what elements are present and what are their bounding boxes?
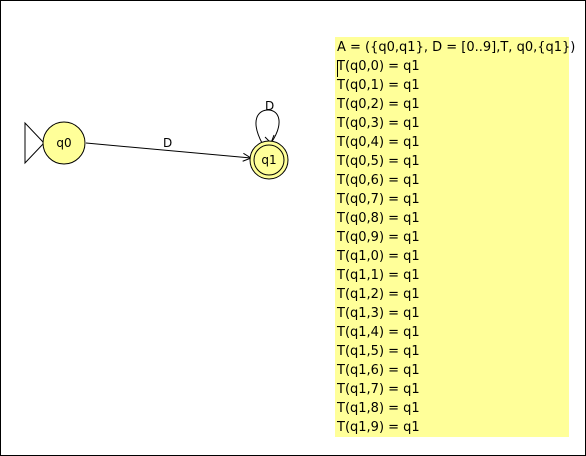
- transition-line: T(q1,1) = q1: [337, 268, 420, 283]
- transition-line: T(q0,3) = q1: [337, 116, 420, 131]
- transition-line: T(q1,5) = q1: [337, 344, 420, 359]
- initial-state-arrow: [24, 121, 45, 165]
- transition-q1-q1-loop[interactable]: [255, 109, 280, 144]
- transition-line: T(q1,4) = q1: [337, 325, 420, 340]
- transition-line: T(q0,5) = q1: [337, 154, 420, 169]
- transition-line: T(q0,7) = q1: [337, 192, 420, 207]
- transition-line: T(q0,8) = q1: [337, 211, 420, 226]
- transition-line: T(q1,9) = q1: [337, 420, 420, 435]
- automaton-definition-panel[interactable]: A = ({q0,q1}, D = [0..9],T, q0,{q1}) T(q…: [335, 37, 575, 437]
- state-q0[interactable]: q0: [42, 121, 86, 165]
- transition-line: T(q0,0) = q1: [337, 59, 420, 74]
- text-cursor: [337, 60, 338, 77]
- transition-line: T(q0,6) = q1: [337, 173, 420, 188]
- transition-q0-q1[interactable]: [85, 142, 251, 158]
- transition-q0-q1-label: D: [163, 136, 172, 150]
- transition-line: T(q1,6) = q1: [337, 363, 420, 378]
- transition-q1-q1-label: D: [265, 99, 274, 113]
- transition-line: T(q1,2) = q1: [337, 287, 420, 302]
- state-q0-label: q0: [56, 136, 71, 150]
- transition-line: T(q0,2) = q1: [337, 97, 420, 112]
- state-q1-label: q1: [261, 153, 276, 167]
- transition-line: T(q1,0) = q1: [337, 249, 420, 264]
- state-q1[interactable]: q1: [249, 140, 289, 180]
- transition-line: T(q0,1) = q1: [337, 78, 420, 93]
- transition-line: T(q1,8) = q1: [337, 401, 420, 416]
- transition-line: T(q0,4) = q1: [337, 135, 420, 150]
- transition-line: T(q1,7) = q1: [337, 382, 420, 397]
- definition-header: A = ({q0,q1}, D = [0..9],T, q0,{q1}): [337, 40, 576, 55]
- transition-line: T(q1,3) = q1: [337, 306, 420, 321]
- transition-line: T(q0,9) = q1: [337, 230, 420, 245]
